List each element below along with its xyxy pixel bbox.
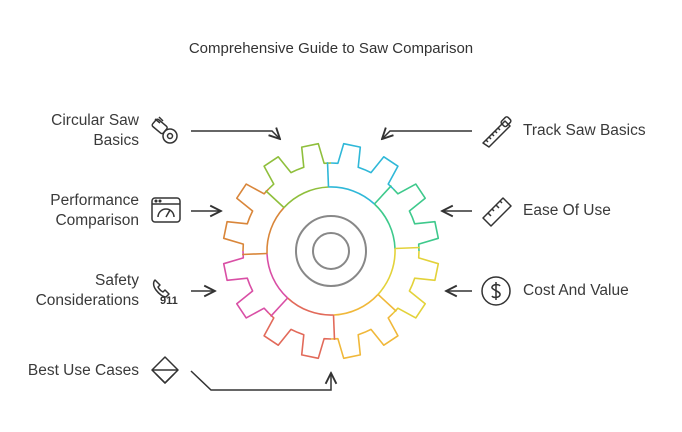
gear-spoke [373, 185, 392, 205]
gear-spoke [394, 246, 420, 250]
label-best-use-cases: Best Use Cases [28, 361, 139, 381]
dollar-coin-icon [481, 276, 511, 306]
label-track-saw-basics: Track Saw Basics [523, 121, 646, 141]
gear-tooth-segment [392, 183, 440, 252]
gear-spoke [242, 252, 268, 256]
emergency-911-phone-icon: 911 [152, 279, 178, 307]
label-ease-of-use: Ease Of Use [523, 201, 611, 221]
dashboard-gauge-icon [151, 197, 181, 223]
gear-spokes [242, 162, 420, 340]
paint-bucket-icon [151, 356, 179, 384]
circular-saw-icon [151, 116, 178, 144]
gear-rim-arc [266, 207, 285, 254]
label-line: Ease Of Use [523, 202, 611, 219]
gear-rim-arc [287, 297, 334, 316]
gear-rim-arc [266, 253, 289, 299]
gear-tooth-segment [263, 142, 332, 190]
gear-rim-arc [328, 186, 375, 205]
gear-spoke [377, 293, 397, 312]
label-performance-comparison: Performance Comparison [50, 191, 139, 231]
label-circular-saw-basics: Circular Saw Basics [51, 111, 139, 151]
label-line: Cost And Value [523, 282, 629, 299]
label-line: Circular Saw [51, 112, 139, 129]
label-line: Performance [50, 192, 139, 209]
gear-rim-arc [333, 293, 379, 316]
label-cost-and-value: Cost And Value [523, 281, 629, 301]
gear-spoke [326, 162, 330, 188]
gear-outline [222, 142, 440, 360]
label-line: Basics [93, 132, 139, 149]
arrow-circular-saw [191, 131, 280, 139]
gear-tooth-segment [392, 250, 440, 319]
arrow-track-saw [382, 131, 472, 139]
arrow-best-use [190, 370, 331, 391]
gear-rim-arc [373, 203, 396, 249]
gear-tooth-segment [222, 250, 270, 319]
gear-tooth-segment [330, 142, 399, 190]
label-line: Comparison [55, 212, 139, 229]
label-line: Safety [95, 272, 139, 289]
gear-tooth-segment [330, 312, 399, 360]
icon-911-text: 911 [160, 295, 178, 307]
gear-tooth-segment [263, 312, 332, 360]
gear-spoke [270, 297, 289, 317]
label-line: Best Use Cases [27, 362, 139, 379]
gear-spoke [332, 314, 336, 340]
gear-tooth-segment [222, 183, 270, 252]
gear-rim-arc [283, 186, 329, 209]
hand-saw-icon [482, 116, 512, 148]
gear-spoke [265, 190, 285, 209]
hub-outer-ring [295, 215, 367, 287]
gear-rim-arc [377, 248, 396, 295]
label-safety-considerations: Safety Considerations [36, 271, 139, 311]
hub-inner-ring [312, 232, 350, 270]
ruler-icon [482, 197, 512, 227]
label-line: Track Saw Basics [523, 122, 646, 139]
page-title: Comprehensive Guide to Saw Comparison [188, 40, 474, 57]
label-line: Considerations [35, 292, 139, 309]
